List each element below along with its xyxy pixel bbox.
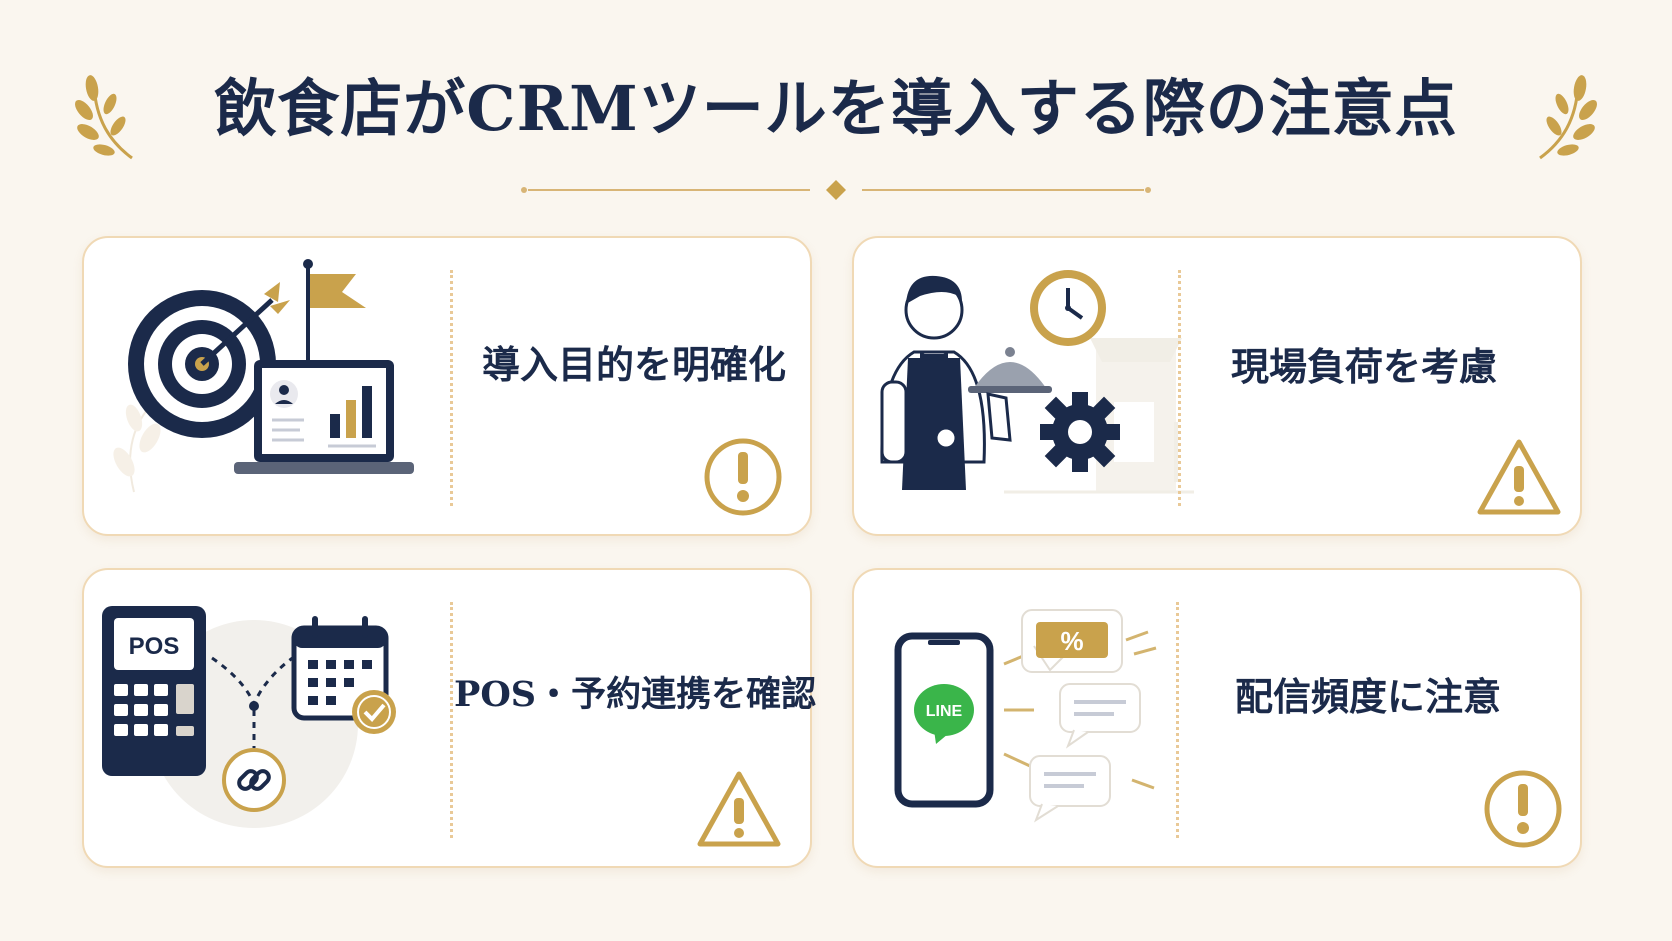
- message-bubble-icon: [1059, 683, 1141, 749]
- target-laptop-illustration: [113, 259, 414, 493]
- gear-icon: [1040, 392, 1120, 472]
- card-divider: [450, 602, 453, 838]
- pos-screen-label: POS: [129, 633, 180, 660]
- link-icon: [222, 748, 286, 812]
- exclamation-circle-icon: [704, 438, 782, 516]
- card-label: POS・予約連携を確認: [454, 674, 817, 715]
- message-bubble-icon: [1029, 755, 1111, 823]
- pos-calendar-illustration: POS: [102, 606, 396, 828]
- flag-icon: [303, 259, 366, 372]
- card-divider: [450, 270, 453, 506]
- restaurant-background-icon: [1004, 338, 1194, 494]
- chat-app-label: LINE: [926, 703, 963, 720]
- card-divider: [1178, 270, 1181, 506]
- laptop-dashboard-icon: [234, 360, 414, 474]
- waiter-icon: [880, 275, 986, 490]
- coupon-label: %: [1060, 626, 1083, 656]
- card-workload: 現場負荷を考慮: [852, 236, 1582, 536]
- card-label: 配信頻度に注意: [1234, 674, 1501, 719]
- serving-cloche-icon: [968, 347, 1052, 442]
- card-divider: [1176, 602, 1179, 838]
- page-title: 飲食店がCRMツールを導入する際の注意点: [214, 72, 1458, 145]
- laurel-left-icon: [75, 75, 133, 160]
- card-pos-integration: POS: [82, 568, 817, 868]
- coupon-icon: %: [1021, 609, 1123, 673]
- card-label: 現場負荷を考慮: [1230, 344, 1497, 389]
- smartphone-messages-illustration: LINE %: [894, 609, 1157, 823]
- clock-icon: [1030, 270, 1106, 346]
- card-delivery-frequency: LINE % 配信頻度に注意: [852, 568, 1582, 868]
- title-divider: [521, 180, 1151, 200]
- pos-terminal-icon: POS: [102, 606, 206, 776]
- card-purpose: 導入目的を明確化: [82, 236, 812, 536]
- waiter-illustration: [880, 270, 1194, 494]
- card-label: 導入目的を明確化: [481, 342, 786, 387]
- warning-triangle-icon: [697, 771, 781, 847]
- warning-triangle-icon: [1477, 439, 1561, 515]
- chat-app-icon: LINE: [914, 684, 974, 744]
- target-icon: [128, 282, 290, 438]
- laurel-right-icon: [1539, 75, 1597, 160]
- exclamation-circle-icon: [1484, 770, 1562, 848]
- check-badge-icon: [352, 690, 396, 734]
